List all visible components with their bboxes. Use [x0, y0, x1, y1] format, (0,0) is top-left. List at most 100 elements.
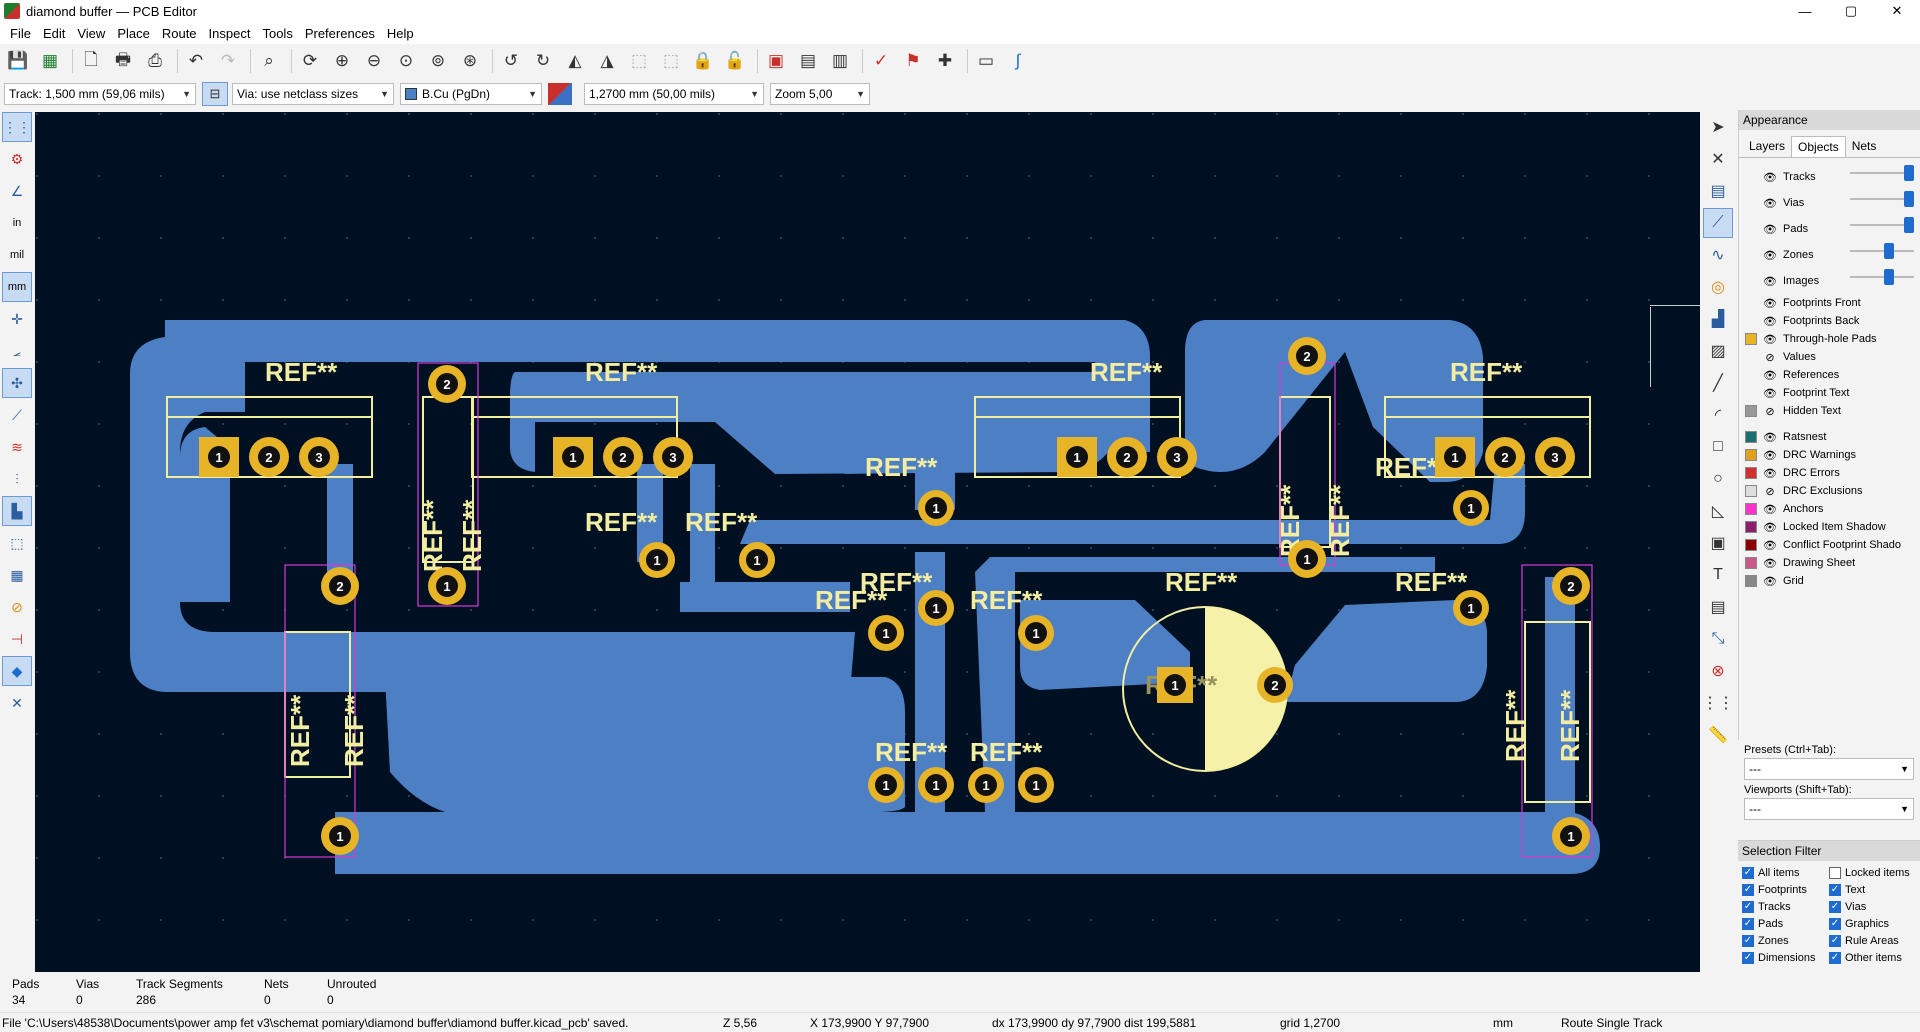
pad-round[interactable]: 1 — [739, 542, 775, 578]
object-row-footprint-text[interactable]: 👁Footprint Text — [1763, 387, 1850, 400]
checkbox-checked[interactable]: ✓ — [1742, 900, 1754, 913]
color-swatch[interactable] — [1745, 557, 1757, 569]
eye-icon[interactable]: 👁 — [1763, 449, 1777, 462]
opacity-slider[interactable] — [1850, 217, 1914, 233]
footprint-editor-icon[interactable]: ▥ — [831, 51, 849, 70]
slider-knob[interactable] — [1904, 191, 1914, 207]
rotate-cw-icon[interactable]: ↻ — [535, 51, 551, 70]
pad-round[interactable]: 2 — [1257, 667, 1293, 703]
eye-icon[interactable]: 👁 — [1763, 315, 1777, 328]
plot-icon[interactable]: ⎙ — [148, 51, 162, 70]
filter-vias[interactable]: ✓Vias — [1829, 900, 1867, 913]
minimize-button[interactable]: — — [1798, 3, 1812, 19]
eye-icon[interactable]: 👁 — [1763, 539, 1777, 552]
eye-icon[interactable]: 👁 — [1763, 387, 1777, 400]
router-icon[interactable]: ∫ — [1015, 51, 1021, 70]
pad-square[interactable]: 1 — [1435, 437, 1475, 477]
object-row-through-hole-pads[interactable]: 👁Through-hole Pads — [1739, 330, 1920, 348]
color-swatch[interactable] — [1745, 521, 1757, 533]
undo-icon[interactable]: ↶ — [188, 51, 204, 70]
object-row-hidden-text[interactable]: ⊘Hidden Text — [1739, 402, 1920, 420]
slider-knob[interactable] — [1904, 217, 1914, 233]
color-swatch[interactable] — [1745, 333, 1757, 345]
object-row-values[interactable]: ⊘Values — [1739, 348, 1920, 366]
eye-icon[interactable]: 👁 — [1763, 557, 1777, 570]
opacity-slider[interactable] — [1850, 243, 1914, 259]
via-fill-icon[interactable]: ⊘ — [11, 598, 23, 615]
color-swatch[interactable] — [1745, 485, 1757, 497]
eye-icon[interactable]: 👁 — [1763, 171, 1777, 184]
pad-round[interactable]: 1 — [968, 767, 1004, 803]
pad-round[interactable]: 1 — [918, 767, 954, 803]
pad-round[interactable]: 1 — [918, 590, 954, 626]
pad-round[interactable]: 1 — [1552, 817, 1590, 855]
slider-knob[interactable] — [1884, 269, 1894, 285]
object-row-locked-item-shadow[interactable]: 👁Locked Item Shadow — [1739, 518, 1920, 536]
draw-polygon-icon[interactable]: ◺ — [1711, 503, 1725, 520]
layer-pair-icon[interactable] — [548, 83, 572, 105]
pad-round[interactable]: 1 — [321, 817, 359, 855]
filter-tracks[interactable]: ✓Tracks — [1742, 900, 1791, 913]
filter-zones[interactable]: ✓Zones — [1742, 934, 1789, 947]
object-row-references[interactable]: 👁References — [1763, 369, 1840, 382]
pad-round[interactable]: 1 — [1288, 540, 1326, 578]
units-mils-icon[interactable]: mil — [9, 249, 25, 261]
filter-other-items[interactable]: ✓Other items — [1829, 951, 1902, 964]
eye-icon[interactable]: 👁 — [1763, 431, 1777, 444]
pad-round[interactable]: 2 — [1107, 437, 1147, 477]
eye-icon[interactable]: 👁 — [1763, 197, 1777, 210]
draw-circle-icon[interactable]: ○ — [1713, 470, 1723, 487]
footprint-library-icon[interactable]: ▤ — [799, 51, 817, 70]
print-icon[interactable]: 🖶 — [114, 49, 132, 69]
eye-icon[interactable]: 👁 — [1763, 249, 1777, 262]
maximize-button[interactable]: ▢ — [1844, 3, 1858, 18]
filter-pads[interactable]: ✓Pads — [1742, 917, 1784, 930]
pad-square[interactable]: 1 — [553, 437, 593, 477]
zoom-fit-icon[interactable]: ⊙ — [398, 51, 414, 70]
zoom-selection-icon[interactable]: ⊛ — [462, 51, 478, 70]
pad-round[interactable]: 2 — [321, 567, 359, 605]
pad-round[interactable]: 2 — [603, 437, 643, 477]
checkbox-checked[interactable]: ✓ — [1829, 951, 1841, 964]
checkbox-checked[interactable]: ✓ — [1742, 951, 1754, 964]
net-highlight-icon[interactable]: ⫶ — [15, 470, 19, 487]
mirror-icon[interactable]: ◮ — [600, 51, 614, 70]
object-row-conflict-footprint-shadow[interactable]: 👁Conflict Footprint Shado — [1739, 536, 1920, 554]
object-row-anchors[interactable]: 👁Anchors — [1739, 500, 1920, 518]
units-inches-icon[interactable]: in — [12, 217, 22, 229]
pad-round[interactable]: 1 — [868, 615, 904, 651]
delete-tool-icon[interactable]: ⊗ — [1711, 663, 1725, 680]
eye-icon[interactable]: 👁 — [1763, 467, 1777, 480]
draw-arc-icon[interactable]: ◜ — [1714, 407, 1722, 424]
object-row-drc-errors[interactable]: 👁DRC Errors — [1739, 464, 1920, 482]
cursor-shape-icon[interactable]: ✛ — [11, 310, 23, 327]
filter-dimensions[interactable]: ✓Dimensions — [1742, 951, 1816, 964]
color-swatch[interactable] — [1745, 449, 1757, 461]
object-row-ratsnest[interactable]: 👁Ratsnest — [1739, 428, 1920, 446]
pad-round[interactable]: 1 — [868, 767, 904, 803]
pad-round[interactable]: 1 — [639, 542, 675, 578]
pad-round[interactable]: 3 — [653, 437, 693, 477]
flip-icon[interactable]: ◭ — [568, 51, 582, 70]
pad-round[interactable]: 2 — [1552, 567, 1590, 605]
pad-square[interactable]: 1 — [1157, 667, 1193, 703]
pad-round[interactable]: 1 — [918, 490, 954, 526]
drc-errors-icon[interactable]: ⚑ — [905, 51, 921, 70]
eye-icon[interactable]: 👁 — [1763, 297, 1777, 310]
pad-square[interactable]: 1 — [199, 437, 239, 477]
pad-round[interactable]: 3 — [299, 437, 339, 477]
drc-overlay-icon[interactable]: ⚙ — [10, 150, 24, 167]
unlock-icon[interactable]: 🔓 — [724, 51, 746, 70]
find-icon[interactable]: ⌕ — [264, 51, 274, 70]
opacity-slider[interactable] — [1850, 165, 1914, 181]
eye-icon[interactable]: 👁 — [1763, 521, 1777, 534]
pad-round[interactable]: 2 — [1485, 437, 1525, 477]
menu-preferences[interactable]: Preferences — [304, 25, 375, 41]
board-setup-icon[interactable]: ▦ — [41, 51, 59, 70]
menu-tools[interactable]: Tools — [262, 25, 293, 41]
tune-length-icon[interactable]: ∿ — [1711, 247, 1725, 264]
object-row-vias[interactable]: 👁Vias — [1739, 190, 1920, 216]
checkbox-checked[interactable]: ✓ — [1829, 934, 1841, 947]
viewports-select[interactable]: ---▼ — [1744, 798, 1914, 820]
add-image-icon[interactable]: ▣ — [1710, 535, 1726, 552]
